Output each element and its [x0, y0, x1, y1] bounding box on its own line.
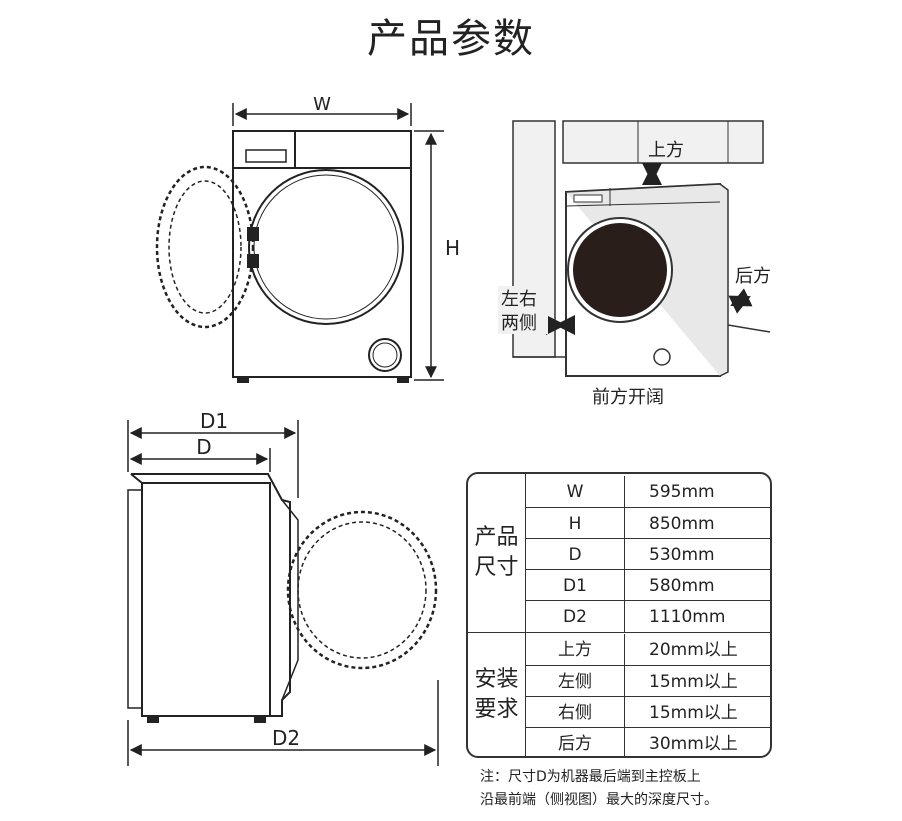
d1-dimension — [127, 420, 299, 498]
d2-dimension — [127, 680, 439, 766]
group-label-line: 产品 — [474, 525, 519, 550]
footnote-line: 注：尺寸D为机器最后端到主控板上 — [480, 769, 701, 785]
footnote-line: 沿最前端（侧视图）最大的深度尺寸。 — [480, 792, 718, 808]
group-label-line: 尺寸 — [474, 555, 519, 580]
d-label: D — [196, 435, 211, 459]
spec-value: 15mm以上 — [649, 703, 738, 723]
spec-key: 上方 — [526, 634, 625, 666]
spec-key: D2 — [526, 601, 625, 632]
page-title: 产品参数 — [367, 16, 535, 62]
spec-row: H 850mm — [526, 507, 770, 539]
install-sides-label-1: 左右 — [501, 289, 537, 310]
side-view-washer — [127, 473, 438, 723]
spec-value: 30mm以上 — [649, 734, 738, 754]
spec-key: W — [526, 476, 625, 508]
w-label: W — [313, 94, 331, 115]
spec-row: 左侧 15mm以上 — [526, 665, 770, 697]
group-label-line: 要求 — [474, 697, 519, 722]
w-dimension — [232, 103, 412, 126]
d2-label: D2 — [272, 726, 300, 750]
h-label: H — [445, 236, 460, 260]
spec-value: 1110mm — [649, 607, 726, 627]
spec-row: D2 1110mm — [526, 600, 770, 632]
spec-group-install-label: 安装要求 — [468, 632, 526, 756]
spec-key: D — [526, 539, 625, 570]
spec-key: 右侧 — [526, 697, 625, 728]
installation-diagram — [512, 120, 771, 377]
spec-value: 15mm以上 — [649, 672, 738, 692]
install-sides-label-2: 两侧 — [501, 313, 537, 334]
group-label-line: 安装 — [474, 667, 519, 692]
spec-value: 850mm — [649, 514, 715, 534]
footnote: 注：尺寸D为机器最后端到主控板上 沿最前端（侧视图）最大的深度尺寸。 — [480, 766, 890, 812]
group-divider — [468, 632, 770, 633]
spec-value: 595mm — [649, 482, 715, 502]
spec-key: 左侧 — [526, 666, 625, 697]
spec-key: D1 — [526, 570, 625, 601]
front-view-washer — [155, 130, 412, 383]
install-rear-label: 后方 — [735, 266, 771, 287]
spec-key: H — [526, 508, 625, 539]
spec-value: 20mm以上 — [649, 640, 738, 660]
spec-row: 上方 20mm以上 — [526, 634, 770, 666]
install-top-label: 上方 — [648, 140, 684, 161]
spec-group-size-label: 产品尺寸 — [468, 474, 526, 632]
spec-row: 右侧 15mm以上 — [526, 696, 770, 728]
spec-row: 后方 30mm以上 — [526, 727, 770, 756]
install-front-label: 前方开阔 — [592, 387, 664, 408]
spec-row: D 530mm — [526, 538, 770, 570]
spec-row: D1 580mm — [526, 569, 770, 601]
h-dimension — [414, 130, 444, 381]
spec-key: 后方 — [526, 728, 625, 756]
spec-row: W 595mm — [526, 476, 770, 508]
spec-value: 580mm — [649, 576, 715, 596]
spec-table: 产品尺寸 W 595mm H 850mm D 530mm D1 580mm D2 1110… — [466, 472, 772, 758]
spec-value: 530mm — [649, 545, 715, 565]
d1-label: D1 — [200, 409, 228, 433]
